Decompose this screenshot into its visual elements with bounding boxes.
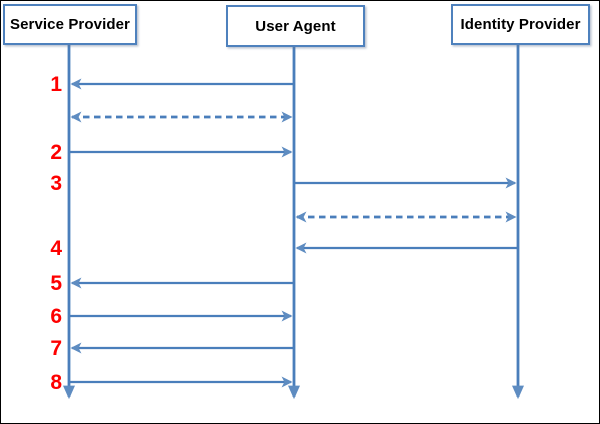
actor-label-identity-provider: Identity Provider (460, 16, 581, 33)
actor-box-identity-provider: Identity Provider (451, 4, 590, 45)
step-number-1: 1 (50, 73, 62, 96)
actor-box-user-agent: User Agent (226, 5, 365, 47)
step-number-8: 8 (50, 371, 62, 394)
step-number-4: 4 (50, 237, 62, 260)
step-number-7: 7 (50, 337, 62, 360)
actor-label-user-agent: User Agent (255, 17, 336, 35)
actor-box-service-provider: Service Provider (3, 4, 137, 45)
step-number-5: 5 (50, 272, 62, 295)
step-number-3: 3 (50, 172, 62, 195)
actor-label-service-provider: Service Provider (9, 16, 130, 33)
step-number-2: 2 (50, 141, 62, 164)
step-number-6: 6 (50, 305, 62, 328)
